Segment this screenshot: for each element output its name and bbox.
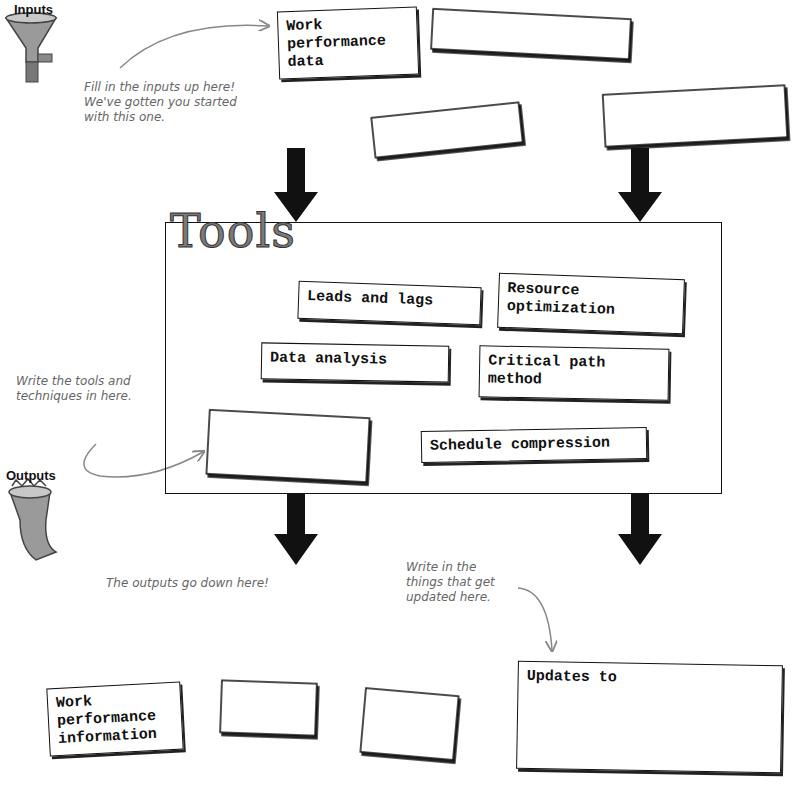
box-text: Work performance data <box>286 14 410 72</box>
process-box: Schedule compression <box>421 427 648 463</box>
tools-panel: ToolsLeads and lagsResource optimization… <box>165 222 722 494</box>
blank-box <box>206 9 787 760</box>
funnel-icon <box>6 13 56 82</box>
process-box: Critical path method <box>479 345 670 400</box>
box-text: Leads and lags <box>307 288 473 312</box>
process-box: Updates to <box>516 661 783 774</box>
box-text: Updates to <box>527 668 774 690</box>
panel-title: Tools <box>170 201 296 261</box>
process-box: Resource optimization <box>497 273 685 334</box>
box-text: Work performance information <box>56 689 175 749</box>
process-box: Data analysis <box>261 342 450 382</box>
process-box: Leads and lags <box>297 281 481 325</box>
handwritten-note: Write the tools and techniques in here. <box>16 374 156 404</box>
handwritten-note: Fill in the inputs up here! We've gotten… <box>84 80 262 125</box>
handwritten-note: The outputs go down here! <box>106 576 306 591</box>
handwritten-note: Write in the things that get updated her… <box>406 560 516 605</box>
process-box: Work performance data <box>277 7 419 80</box>
box-text: Data analysis <box>270 350 440 371</box>
leader-line <box>84 25 552 650</box>
box-text: Resource optimization <box>507 280 676 322</box>
section-label: Outputs <box>6 468 76 483</box>
process-box: Work performance information <box>46 682 183 757</box>
box-text: Schedule compression <box>430 434 638 456</box>
pipe-icon <box>9 479 56 560</box>
section-label: Inputs <box>14 2 74 17</box>
box-text: Critical path method <box>488 353 661 392</box>
